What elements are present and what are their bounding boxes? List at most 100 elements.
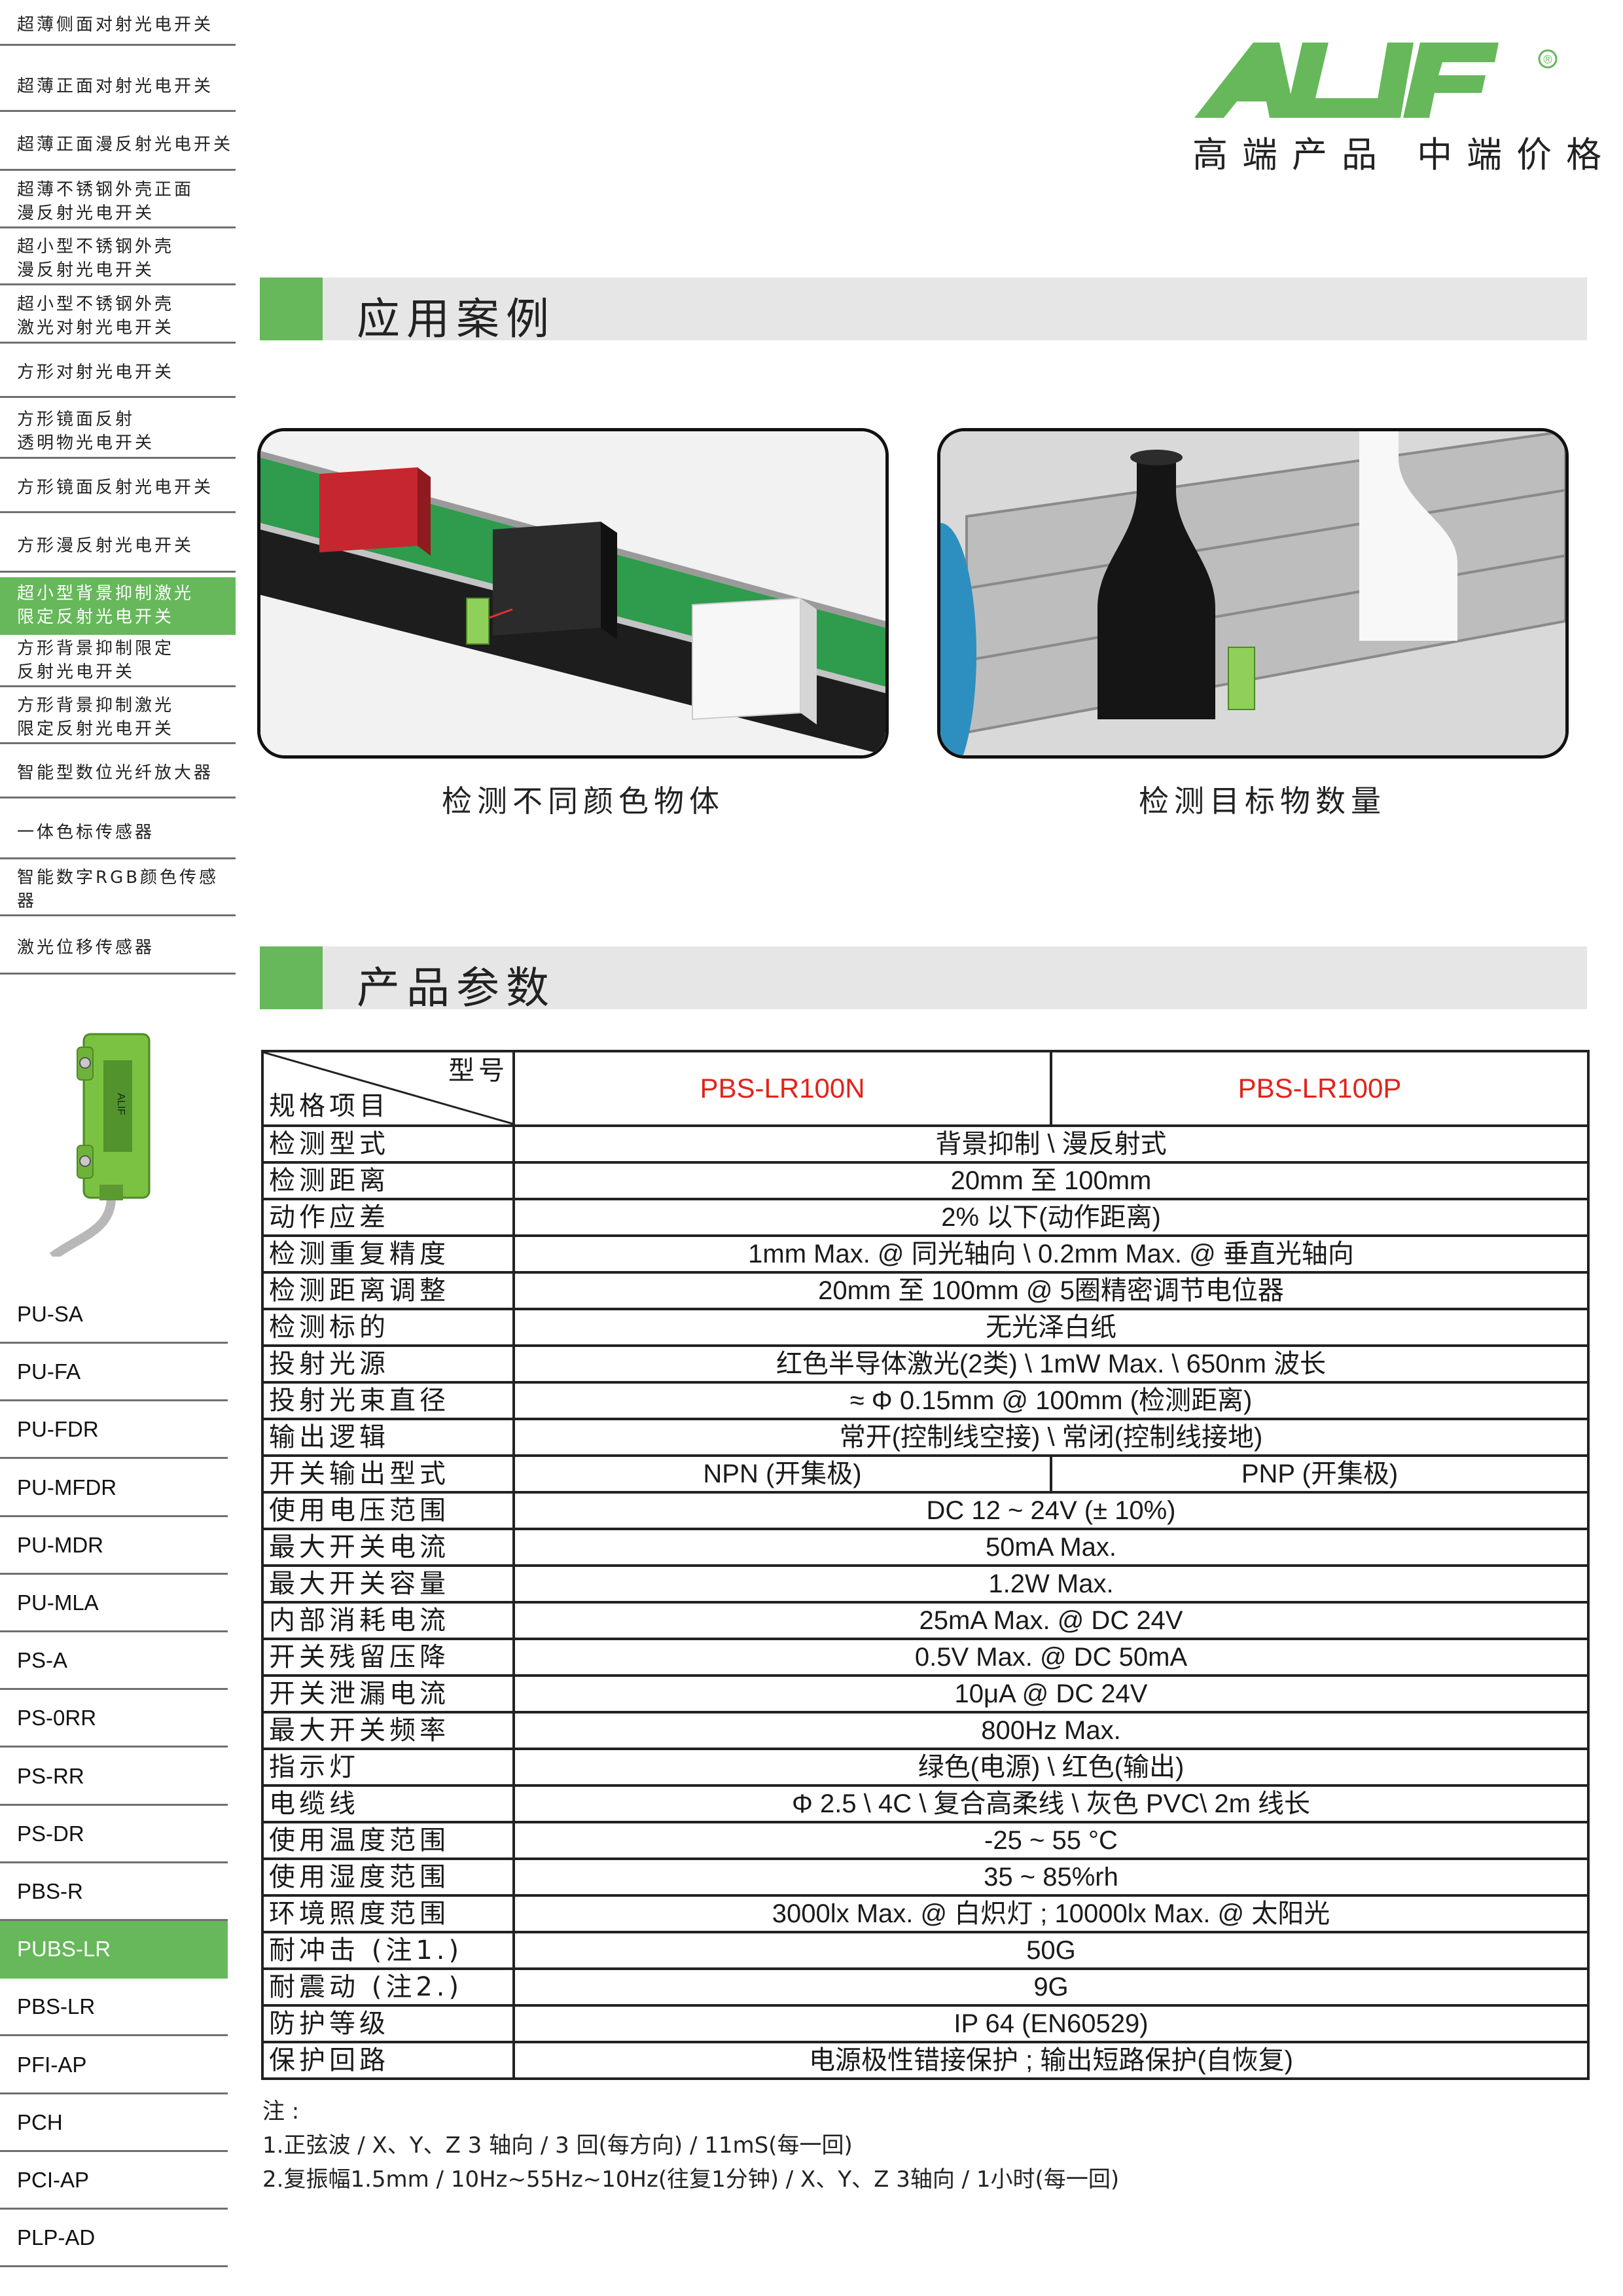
spec-value: DC 12 ~ 24V (± 10%) bbox=[512, 1491, 1590, 1530]
sidebar-model-pu-mfdr[interactable]: PU-MFDR bbox=[0, 1460, 228, 1517]
sidebar-model-ps-rr[interactable]: PS-RR bbox=[0, 1748, 228, 1806]
sidebar-model-ps-dr[interactable]: PS-DR bbox=[0, 1806, 228, 1863]
sidebar-category-16[interactable]: 智能数字RGB颜色传感器 bbox=[0, 864, 236, 916]
sidebar-category-12[interactable]: 方形背景抑制限定 反射光电开关 bbox=[0, 635, 236, 687]
spec-value: PNP (开集极) bbox=[1050, 1454, 1590, 1494]
spec-label: 投射光束直径 bbox=[261, 1381, 515, 1420]
spec-value: 常开(控制线空接) \ 常闭(控制线接地) bbox=[512, 1418, 1590, 1457]
sidebar-model-ps-0rr[interactable]: PS-0RR bbox=[0, 1690, 228, 1748]
spec-label: 最大开关频率 bbox=[261, 1711, 515, 1750]
spec-label: 防护等级 bbox=[261, 2004, 515, 2043]
spec-label: 电缆线 bbox=[261, 1784, 515, 1823]
spec-value: Φ 2.5 \ 4C \ 复合高柔线 \ 灰色 PVC\ 2m 线长 bbox=[512, 1784, 1590, 1823]
sidebar-model-pbs-lr[interactable]: PBS-LR bbox=[0, 1979, 228, 2036]
spec-label: 动作应差 bbox=[261, 1198, 515, 1237]
model-label: 型号 bbox=[448, 1056, 508, 1086]
spec-label: 检测重复精度 bbox=[261, 1234, 515, 1274]
spec-value: 电源极性错接保护 ; 输出短路保护(自恢复) bbox=[512, 2041, 1590, 2080]
spec-label: 检测距离 bbox=[261, 1161, 515, 1200]
sidebar-category-13[interactable]: 方形背景抑制激光 限定反射光电开关 bbox=[0, 692, 236, 744]
spec-value: 35 ~ 85%rh bbox=[512, 1857, 1590, 1897]
spec-label: 最大开关容量 bbox=[261, 1564, 515, 1604]
spec-label: 使用温度范围 bbox=[261, 1821, 515, 1860]
spec-row: 投射光源红色半导体激光(2类) \ 1mW Max. \ 650nm 波长 bbox=[261, 1344, 1590, 1384]
spec-row: 检测标的无光泽白纸 bbox=[261, 1308, 1590, 1347]
spec-value: -25 ~ 55 °C bbox=[512, 1821, 1590, 1860]
spec-label: 开关泄漏电流 bbox=[261, 1674, 515, 1713]
spec-row: 耐震动 (注2.)9G bbox=[261, 1967, 1590, 2007]
spec-row: 检测型式背景抑制 \ 漫反射式 bbox=[261, 1124, 1590, 1164]
sidebar-model-pbs-r[interactable]: PBS-R bbox=[0, 1863, 228, 1921]
sidebar-model-pch[interactable]: PCH bbox=[0, 2094, 228, 2152]
spec-label: 开关残留压降 bbox=[261, 1638, 515, 1677]
spec-value: 50mA Max. bbox=[512, 1528, 1590, 1567]
sidebar-category-3[interactable]: 超薄正面漫反射光电开关 bbox=[0, 120, 236, 171]
sidebar-category-4[interactable]: 超薄不锈钢外壳正面 漫反射光电开关 bbox=[0, 176, 236, 228]
sidebar-model-pci-ap[interactable]: PCI-AP bbox=[0, 2152, 228, 2210]
spec-row: 输出逻辑常开(控制线空接) \ 常闭(控制线接地) bbox=[261, 1418, 1590, 1457]
sidebar-category-8[interactable]: 方形镜面反射 透明物光电开关 bbox=[0, 405, 236, 459]
note-line-2: 2.复振幅1.5mm / 10Hz~55Hz~10Hz(往复1分钟) / X、Y… bbox=[262, 2166, 1120, 2193]
sidebar-category-14[interactable]: 智能型数位光纤放大器 bbox=[0, 749, 236, 798]
spec-label: 使用电压范围 bbox=[261, 1491, 515, 1530]
sidebar-category-5[interactable]: 超小型不锈钢外壳 漫反射光电开关 bbox=[0, 233, 236, 285]
sidebar-model-pu-fa[interactable]: PU-FA bbox=[0, 1344, 228, 1401]
spec-label: 内部消耗电流 bbox=[261, 1601, 515, 1640]
sidebar-model-ps-a[interactable]: PS-A bbox=[0, 1632, 228, 1690]
applications-section-header: 应用案例 bbox=[260, 278, 1587, 344]
bottles-on-conveyor-icon bbox=[937, 428, 1569, 759]
sidebar-category-6[interactable]: 超小型不锈钢外壳 激光对射光电开关 bbox=[0, 290, 236, 344]
sidebar-category-15[interactable]: 一体色标传感器 bbox=[0, 807, 236, 859]
sidebar-category-1[interactable]: 超薄侧面对射光电开关 bbox=[0, 5, 236, 46]
sidebar-category-10[interactable]: 方形漫反射光电开关 bbox=[0, 520, 236, 573]
spec-value: 3000lx Max. @ 白炽灯 ; 10000lx Max. @ 太阳光 bbox=[512, 1894, 1590, 1933]
spec-label: 检测型式 bbox=[261, 1124, 515, 1164]
spec-label: 环境照度范围 bbox=[261, 1894, 515, 1933]
model-pnp: PBS-LR100P bbox=[1050, 1050, 1590, 1127]
spec-row: 投射光束直径≈ Φ 0.15mm @ 100mm (检测距离) bbox=[261, 1381, 1590, 1420]
sidebar-category-2[interactable]: 超薄正面对射光电开关 bbox=[0, 62, 236, 112]
spec-label: 投射光源 bbox=[261, 1344, 515, 1384]
sidebar-model-pubs-lr[interactable]: PUBS-LR bbox=[0, 1921, 228, 1979]
spec-value: 1mm Max. @ 同光轴向 \ 0.2mm Max. @ 垂直光轴向 bbox=[512, 1234, 1590, 1274]
item-label: 规格项目 bbox=[269, 1091, 389, 1121]
sidebar-model-pu-mla[interactable]: PU-MLA bbox=[0, 1575, 228, 1632]
spec-value: NPN (开集极) bbox=[512, 1454, 1052, 1494]
sidebar-model-pu-fdr[interactable]: PU-FDR bbox=[0, 1401, 228, 1459]
sidebar-category-7[interactable]: 方形对射光电开关 bbox=[0, 348, 236, 398]
spec-row: 指示灯绿色(电源) \ 红色(输出) bbox=[261, 1748, 1590, 1787]
spec-header-row: 型号 规格项目 PBS-LR100N PBS-LR100P bbox=[261, 1050, 1590, 1127]
spec-row: 耐冲击 (注1.)50G bbox=[261, 1931, 1590, 1970]
spec-value: 红色半导体激光(2类) \ 1mW Max. \ 650nm 波长 bbox=[512, 1344, 1590, 1384]
spec-value: 无光泽白纸 bbox=[512, 1308, 1590, 1347]
spec-value: 20mm 至 100mm bbox=[512, 1161, 1590, 1200]
spec-value: 800Hz Max. bbox=[512, 1711, 1590, 1750]
sidebar-category-11[interactable]: 超小型背景抑制激光 限定反射光电开关 bbox=[0, 577, 236, 635]
spec-label: 检测距离调整 bbox=[261, 1271, 515, 1310]
spec-value: 0.5V Max. @ DC 50mA bbox=[512, 1638, 1590, 1677]
note-line-1: 1.正弦波 / X、Y、Z 3 轴向 / 3 回(每方向) / 11mS(每一回… bbox=[262, 2132, 853, 2159]
sidebar-model-plp-ad[interactable]: PLP-AD bbox=[0, 2210, 228, 2267]
sidebar-model-pu-sa[interactable]: PU-SA bbox=[0, 1286, 228, 1344]
spec-label: 耐冲击 (注1.) bbox=[261, 1931, 515, 1970]
sidebar-category-9[interactable]: 方形镜面反射光电开关 bbox=[0, 463, 236, 513]
sensor-product-icon: ALIF bbox=[49, 1033, 151, 1257]
applications-title: 应用案例 bbox=[357, 294, 556, 344]
spec-value: ≈ Φ 0.15mm @ 100mm (检测距离) bbox=[512, 1381, 1590, 1420]
model-npn: PBS-LR100N bbox=[512, 1050, 1052, 1127]
spec-value: 2% 以下(动作距离) bbox=[512, 1198, 1590, 1237]
sidebar-model-pfi-ap[interactable]: PFI-AP bbox=[0, 2037, 228, 2094]
sidebar-category-17[interactable]: 激光位移传感器 bbox=[0, 922, 236, 975]
spec-value: 50G bbox=[512, 1931, 1590, 1970]
sidebar-model-pu-mdr[interactable]: PU-MDR bbox=[0, 1517, 228, 1575]
